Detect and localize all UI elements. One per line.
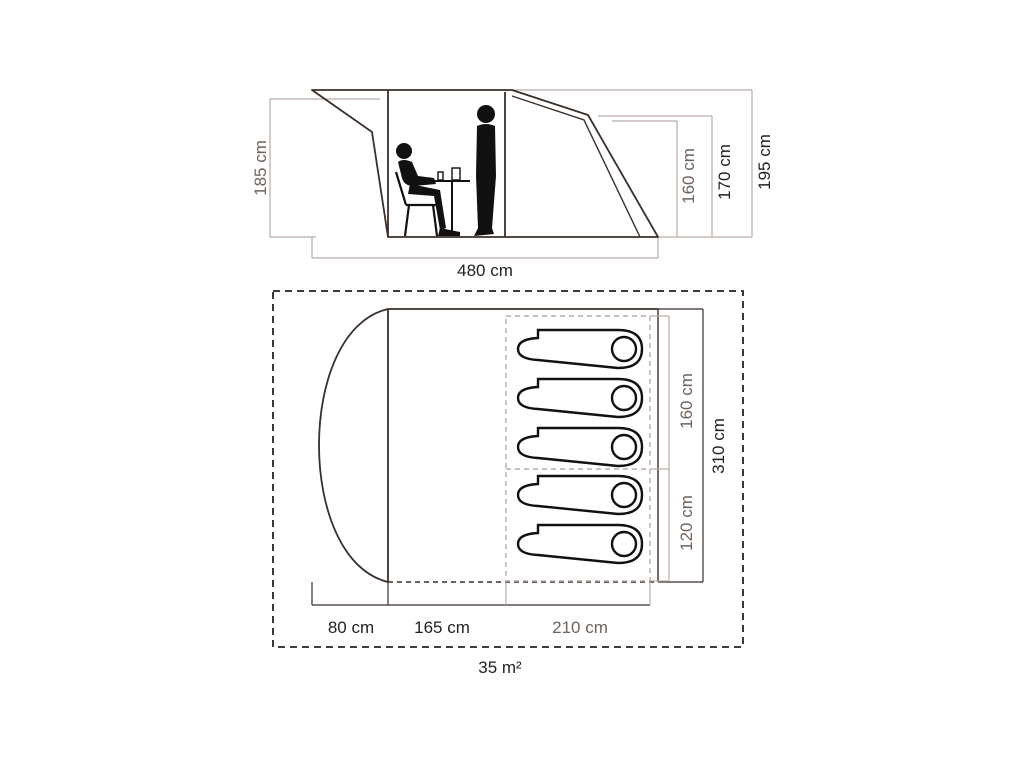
sleeping-bag-icon [516,426,644,468]
rear-frame-inner [511,95,641,238]
label-canopy-depth: 80 cm [328,618,374,637]
seated-person-icon [394,143,460,237]
label-bedroom-height: 160 cm [679,148,698,204]
label-living-depth: 165 cm [414,618,470,637]
floor-plan: 80 cm 165 cm 210 cm 35 m² 310 cm 160 cm … [272,290,744,677]
side-view: 480 cm 185 cm 160 cm 170 cm 195 cm [251,89,774,280]
footprint-dashed-border [272,290,744,648]
sleeping-bags [516,328,644,565]
label-bedroom-depth: 210 cm [552,618,608,637]
label-footprint-area: 35 m² [478,658,522,677]
label-bedroom-a-width: 160 cm [677,373,696,429]
label-total-width: 310 cm [709,418,728,474]
sleeping-bag-icon [516,328,644,370]
label-canopy-height: 185 cm [251,140,270,196]
label-mid-height: 170 cm [715,144,734,200]
sleeping-bag-icon [516,474,644,516]
tent-side-outline [311,89,659,238]
sleeping-bag-icon [516,523,644,565]
label-peak-height: 195 cm [755,134,774,190]
table-icon [434,167,470,236]
label-side-length: 480 cm [457,261,513,280]
sleeping-bag-icon [516,377,644,419]
canopy-arc [318,308,389,583]
label-bedroom-b-width: 120 cm [677,495,696,551]
standing-person-icon [474,105,496,236]
bedroom-area [505,315,651,582]
